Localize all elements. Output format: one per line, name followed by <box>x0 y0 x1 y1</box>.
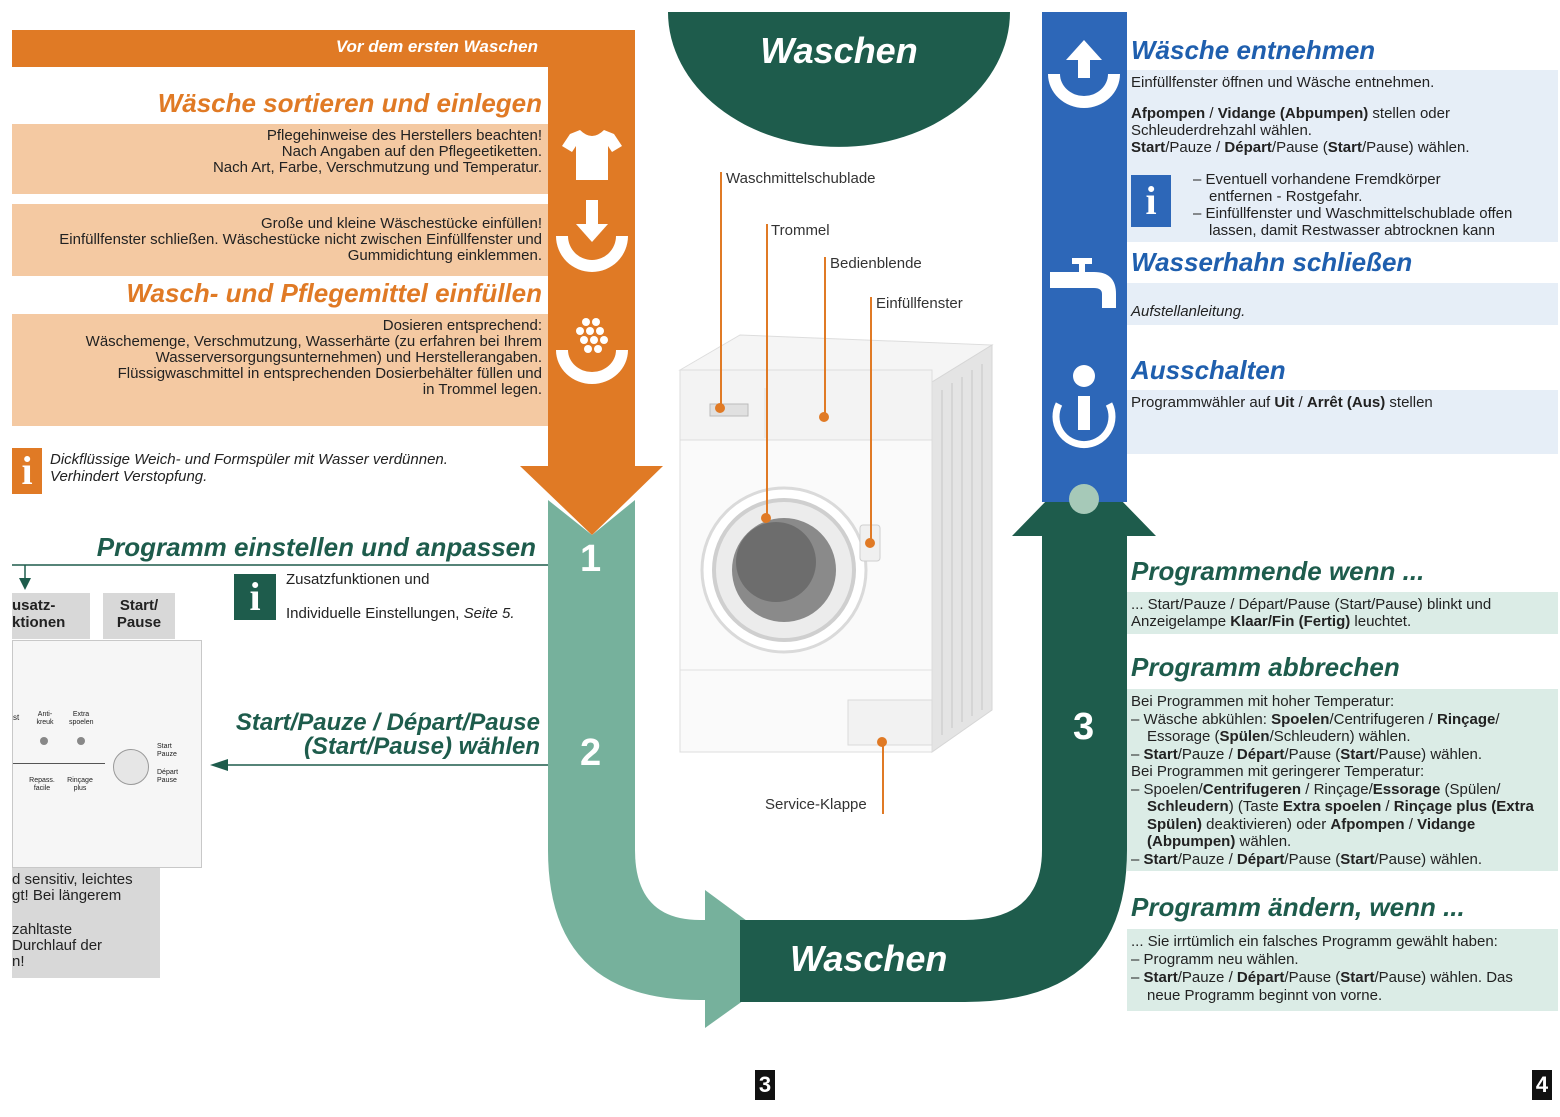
extra-rinse-button[interactable] <box>77 737 85 745</box>
info-icon-orange: i <box>12 448 42 494</box>
program-info-line-2: Individuelle Einstellungen, Seite 5. <box>286 605 515 622</box>
green-band <box>740 520 1127 1002</box>
program-info-line-1: Zusatzfunktionen und <box>286 571 430 588</box>
label-control-panel: Bedienblende <box>830 255 922 272</box>
det-line-3: Wasserversorgungsunternehmen) und Herste… <box>155 349 542 366</box>
orange-banner <box>12 30 635 67</box>
cut-off-text-box: d sensitiv, leichtes gt! Bei längerem za… <box>12 868 160 978</box>
heading-program-abort: Programm abbrechen <box>1131 652 1400 682</box>
fill-line-3: Gummidichtung einklemmen. <box>347 247 542 264</box>
label-service-flap: Service-Klappe <box>765 796 867 813</box>
page-reference: Seite 5. <box>463 605 515 622</box>
heading-program-change: Programm ändern, wenn ... <box>1131 892 1465 922</box>
teal-band <box>548 500 740 1000</box>
det-line-4: Flüssigwaschmittel in entsprechenden Dos… <box>117 365 542 382</box>
det-line-1: Dosieren entsprechend: <box>382 317 542 334</box>
note-line-1: Dickflüssige Weich- und Formspüler mit W… <box>50 451 448 468</box>
bottom-wash-title: Waschen <box>790 938 948 979</box>
remove-instructions: Einfüllfenster öffnen und Wäsche entnehm… <box>1127 70 1558 242</box>
label-drum: Trommel <box>771 222 830 239</box>
start-pause-knob[interactable] <box>113 749 149 785</box>
before-first-wash-banner: Vor dem ersten Waschen <box>335 37 538 56</box>
det-line-5: in Trommel legen. <box>422 381 542 398</box>
page-number-4: 4 <box>1532 1070 1552 1100</box>
heading-program-end: Programmende wenn ... <box>1131 556 1425 586</box>
panel-tab-extra-functions: usatz-ktionen <box>12 593 90 639</box>
remove-info-list: – Eventuell vorhandene Fremdkörper entfe… <box>1193 171 1513 239</box>
remove-line-1: Einfüllfenster öffnen und Wäsche entnehm… <box>1131 74 1435 91</box>
blue-band-dot <box>1069 484 1099 514</box>
step-1-number: 1 <box>580 538 602 580</box>
page-number-3: 3 <box>755 1070 775 1100</box>
det-line-2: Wäschemenge, Verschmutzung, Wasserhärte … <box>85 333 542 350</box>
detergent-icon <box>556 318 628 384</box>
close-tap-text: Aufstellanleitung. <box>1127 283 1558 325</box>
unload-laundry-icon <box>1048 40 1120 108</box>
heading-close-tap: Wasserhahn schließen <box>1131 247 1413 277</box>
program-abort-text: Bei Programmen mit hoher Temperatur: – W… <box>1127 689 1558 871</box>
panel-tab-start-pause: Start/Pause <box>103 593 175 639</box>
washing-machine-illustration <box>678 334 994 753</box>
fill-line-1: Große und kleine Wäschestücke einfüllen! <box>261 215 542 232</box>
anti-crease-button[interactable] <box>40 737 48 745</box>
heading-detergent: Wasch- und Pflegemittel einfüllen <box>126 278 542 308</box>
heading-remove-laundry: Wäsche entnehmen <box>1131 35 1376 65</box>
sort-line-1: Pflegehinweise des Herstellers beachten! <box>266 127 542 144</box>
water-tap-icon <box>1050 258 1116 308</box>
detergent-instructions: Dosieren entsprechend: Wäschemenge, Vers… <box>12 314 548 426</box>
load-laundry-icon <box>556 200 628 272</box>
heading-program-setting: Programm einstellen und anpassen <box>96 532 536 562</box>
fill-instructions: Große und kleine Wäschestücke einfüllen!… <box>12 204 548 276</box>
heading-sort-laundry: Wäsche sortieren und einlegen <box>157 88 542 118</box>
remove-line-2: Afpompen / Vidange (Abpumpen) stellen od… <box>1131 105 1450 122</box>
orange-arrow-head <box>520 466 663 535</box>
step-3-number: 3 <box>1073 706 1095 748</box>
power-info-icon <box>1052 365 1116 449</box>
step-2-number: 2 <box>580 732 602 774</box>
info-icon-program: i <box>234 574 276 620</box>
heading-switch-off: Ausschalten <box>1131 355 1286 385</box>
sort-line-2: Nach Angaben auf den Pflegeetiketten. <box>281 143 542 160</box>
switch-off-text: Programmwähler auf Uit / Arrêt (Aus) ste… <box>1127 390 1558 454</box>
sort-instructions: Pflegehinweise des Herstellers beachten!… <box>12 124 548 194</box>
program-end-text: ... Start/Pauze / Départ/Pause (Start/Pa… <box>1127 592 1558 634</box>
top-wash-title: Waschen <box>760 30 918 71</box>
shirt-icon <box>562 130 622 180</box>
sort-line-3: Nach Art, Farbe, Verschmutzung und Tempe… <box>212 159 542 176</box>
softener-note: Dickflüssige Weich- und Formspüler mit W… <box>50 451 448 485</box>
top-wash-shape <box>668 12 1010 147</box>
heading-start-pause: Start/Pauze / Départ/Pause (Start/Pause)… <box>235 709 540 760</box>
label-door: Einfüllfenster <box>876 295 963 312</box>
note-line-2: Verhindert Verstopfung. <box>50 468 208 485</box>
label-drawer: Waschmittelschublade <box>726 170 876 187</box>
remove-line-3: Start/Pauze / Départ/Pause (Start/Pause)… <box>1131 139 1470 156</box>
info-icon-remove: i <box>1131 175 1171 227</box>
program-change-text: ... Sie irrtümlich ein falsches Programm… <box>1127 929 1558 1011</box>
fill-line-2: Einfüllfenster schließen. Wäschestücke n… <box>59 231 542 248</box>
